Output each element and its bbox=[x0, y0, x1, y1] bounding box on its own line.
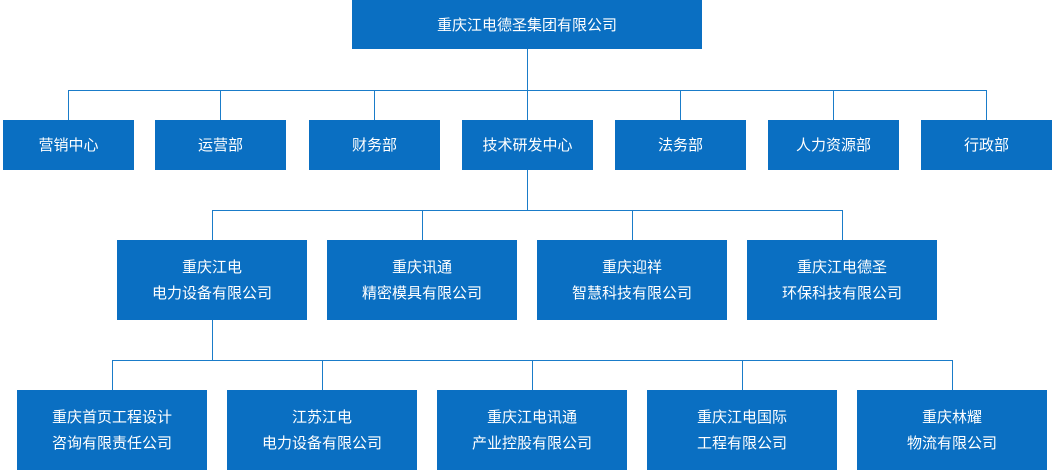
node-line2: 物流有限公司 bbox=[906, 434, 997, 452]
node-line1: 重庆林耀 bbox=[921, 408, 982, 426]
dept-operations: 运营部 bbox=[155, 120, 286, 170]
node-line2: 环保科技有限公司 bbox=[781, 284, 902, 302]
company-node: 重庆林耀 物流有限公司 bbox=[857, 390, 1047, 470]
node-line1: 重庆江电国际 bbox=[696, 408, 787, 426]
dept-label: 技术研发中心 bbox=[482, 136, 573, 154]
dept-label: 运营部 bbox=[197, 136, 243, 154]
root-label: 重庆江电德圣集团有限公司 bbox=[436, 15, 617, 34]
company-node: 江苏江电 电力设备有限公司 bbox=[227, 390, 417, 470]
company-node: 重庆江电讯通 产业控股有限公司 bbox=[437, 390, 627, 470]
node-line2: 产业控股有限公司 bbox=[471, 434, 592, 452]
dept-rd-center: 技术研发中心 bbox=[462, 120, 593, 170]
subsidiary-node: 重庆江电 电力设备有限公司 bbox=[117, 240, 307, 320]
node-line2: 工程有限公司 bbox=[696, 434, 787, 452]
subsidiary-node: 重庆江电德圣 环保科技有限公司 bbox=[747, 240, 937, 320]
company-node: 重庆首页工程设计 咨询有限责任公司 bbox=[17, 390, 207, 470]
dept-label: 法务部 bbox=[657, 136, 703, 154]
node-line2: 电力设备有限公司 bbox=[151, 284, 272, 302]
root-node: 重庆江电德圣集团有限公司 bbox=[352, 0, 702, 49]
node-line1: 重庆江电德圣 bbox=[796, 258, 887, 276]
dept-label: 财务部 bbox=[351, 136, 397, 154]
node-line1: 重庆讯通 bbox=[391, 258, 452, 276]
subsidiary-node: 重庆迎祥 智慧科技有限公司 bbox=[537, 240, 727, 320]
subsidiary-node: 重庆讯通 精密模具有限公司 bbox=[327, 240, 517, 320]
node-line1: 江苏江电 bbox=[291, 408, 352, 426]
node-line1: 重庆迎祥 bbox=[601, 258, 662, 276]
node-line2: 电力设备有限公司 bbox=[261, 434, 382, 452]
dept-finance: 财务部 bbox=[309, 120, 440, 170]
dept-hr: 人力资源部 bbox=[768, 120, 899, 170]
dept-label: 营销中心 bbox=[38, 136, 99, 154]
node-line2: 咨询有限责任公司 bbox=[51, 434, 172, 452]
node-line2: 智慧科技有限公司 bbox=[571, 284, 692, 302]
dept-label: 人力资源部 bbox=[795, 136, 871, 154]
node-line1: 重庆江电讯通 bbox=[486, 408, 577, 426]
node-line1: 重庆首页工程设计 bbox=[51, 408, 172, 426]
dept-legal: 法务部 bbox=[615, 120, 746, 170]
node-line1: 重庆江电 bbox=[181, 258, 242, 276]
dept-label: 行政部 bbox=[963, 136, 1009, 154]
company-node: 重庆江电国际 工程有限公司 bbox=[647, 390, 837, 470]
dept-admin: 行政部 bbox=[921, 120, 1052, 170]
dept-marketing-center: 营销中心 bbox=[3, 120, 134, 170]
node-line2: 精密模具有限公司 bbox=[361, 284, 482, 302]
